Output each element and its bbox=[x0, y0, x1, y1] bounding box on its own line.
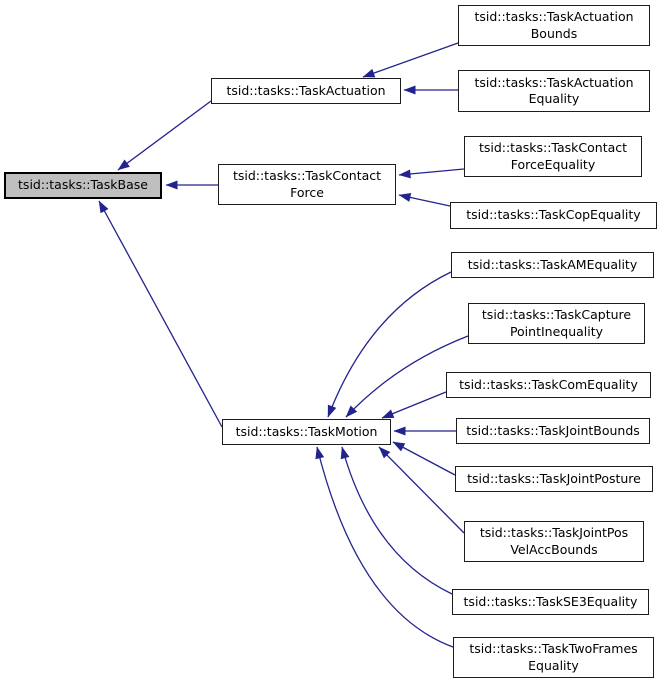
edge-task-actuation-to-task-base bbox=[117, 100, 212, 171]
edge-task-contact-force-equality-to-task-contact-force bbox=[398, 168, 465, 179]
node-task-motion[interactable]: tsid::tasks::TaskMotion bbox=[222, 419, 391, 445]
node-task-actuation[interactable]: tsid::tasks::TaskActuation bbox=[211, 78, 401, 104]
node-task-actuation-equality[interactable]: tsid::tasks::TaskActuation Equality bbox=[458, 70, 650, 112]
node-task-joint-posture[interactable]: tsid::tasks::TaskJointPosture bbox=[455, 466, 653, 492]
node-task-capture-point-inequality[interactable]: tsid::tasks::TaskCapture PointInequality bbox=[468, 303, 645, 344]
node-label: tsid::tasks::TaskCopEquality bbox=[466, 207, 641, 223]
node-task-com-equality[interactable]: tsid::tasks::TaskComEquality bbox=[446, 372, 651, 398]
node-task-contact-force[interactable]: tsid::tasks::TaskContact Force bbox=[218, 164, 396, 205]
node-label: tsid::tasks::TaskContact ForceEquality bbox=[478, 140, 628, 172]
edge-task-joint-pos-vel-acc-bounds-to-task-motion bbox=[378, 446, 465, 534]
node-label: tsid::tasks::TaskComEquality bbox=[459, 376, 638, 392]
node-label: tsid::tasks::TaskMotion bbox=[235, 423, 378, 439]
edge-task-actuation-bounds-to-task-actuation bbox=[362, 42, 459, 78]
node-task-joint-pos-vel-acc-bounds[interactable]: tsid::tasks::TaskJointPos VelAccBounds bbox=[464, 521, 644, 562]
node-task-contact-force-equality[interactable]: tsid::tasks::TaskContact ForceEquality bbox=[464, 136, 642, 177]
node-label: tsid::tasks::TaskSE3Equality bbox=[463, 593, 638, 609]
node-label: tsid::tasks::TaskActuation Equality bbox=[474, 74, 634, 107]
node-label: tsid::tasks::TaskActuation bbox=[226, 82, 386, 98]
edge-task-motion-to-task-base bbox=[98, 200, 223, 428]
node-label: tsid::tasks::TaskBase bbox=[18, 177, 148, 193]
node-label: tsid::tasks::TaskAMEquality bbox=[467, 256, 638, 272]
edge-task-se3-equality-to-task-motion bbox=[340, 446, 453, 595]
edge-task-capture-point-inequality-to-task-motion bbox=[345, 335, 469, 418]
node-task-two-frames-equality[interactable]: tsid::tasks::TaskTwoFrames Equality bbox=[453, 637, 654, 678]
node-task-base[interactable]: tsid::tasks::TaskBase bbox=[4, 172, 162, 199]
node-label: tsid::tasks::TaskJointBounds bbox=[466, 422, 640, 438]
node-label: tsid::tasks::TaskTwoFrames Equality bbox=[469, 641, 638, 673]
node-task-cop-equality[interactable]: tsid::tasks::TaskCopEquality bbox=[450, 202, 657, 229]
node-task-actuation-bounds[interactable]: tsid::tasks::TaskActuation Bounds bbox=[458, 5, 650, 46]
node-label: tsid::tasks::TaskContact Force bbox=[232, 168, 382, 200]
edge-task-two-frames-equality-to-task-motion bbox=[315, 446, 454, 648]
node-label: tsid::tasks::TaskJointPosture bbox=[467, 470, 641, 486]
node-label: tsid::tasks::TaskActuation Bounds bbox=[474, 9, 634, 41]
node-task-am-equality[interactable]: tsid::tasks::TaskAMEquality bbox=[451, 252, 654, 278]
node-task-joint-bounds[interactable]: tsid::tasks::TaskJointBounds bbox=[456, 418, 650, 444]
edge-task-cop-equality-to-task-contact-force bbox=[398, 193, 451, 207]
node-task-se3-equality[interactable]: tsid::tasks::TaskSE3Equality bbox=[452, 589, 649, 615]
node-label: tsid::tasks::TaskJointPos VelAccBounds bbox=[479, 525, 629, 557]
node-label: tsid::tasks::TaskCapture PointInequality bbox=[481, 307, 632, 339]
edge-task-com-equality-to-task-motion bbox=[381, 391, 447, 419]
edge-task-am-equality-to-task-motion bbox=[327, 271, 452, 418]
edge-task-joint-posture-to-task-motion bbox=[392, 441, 456, 476]
